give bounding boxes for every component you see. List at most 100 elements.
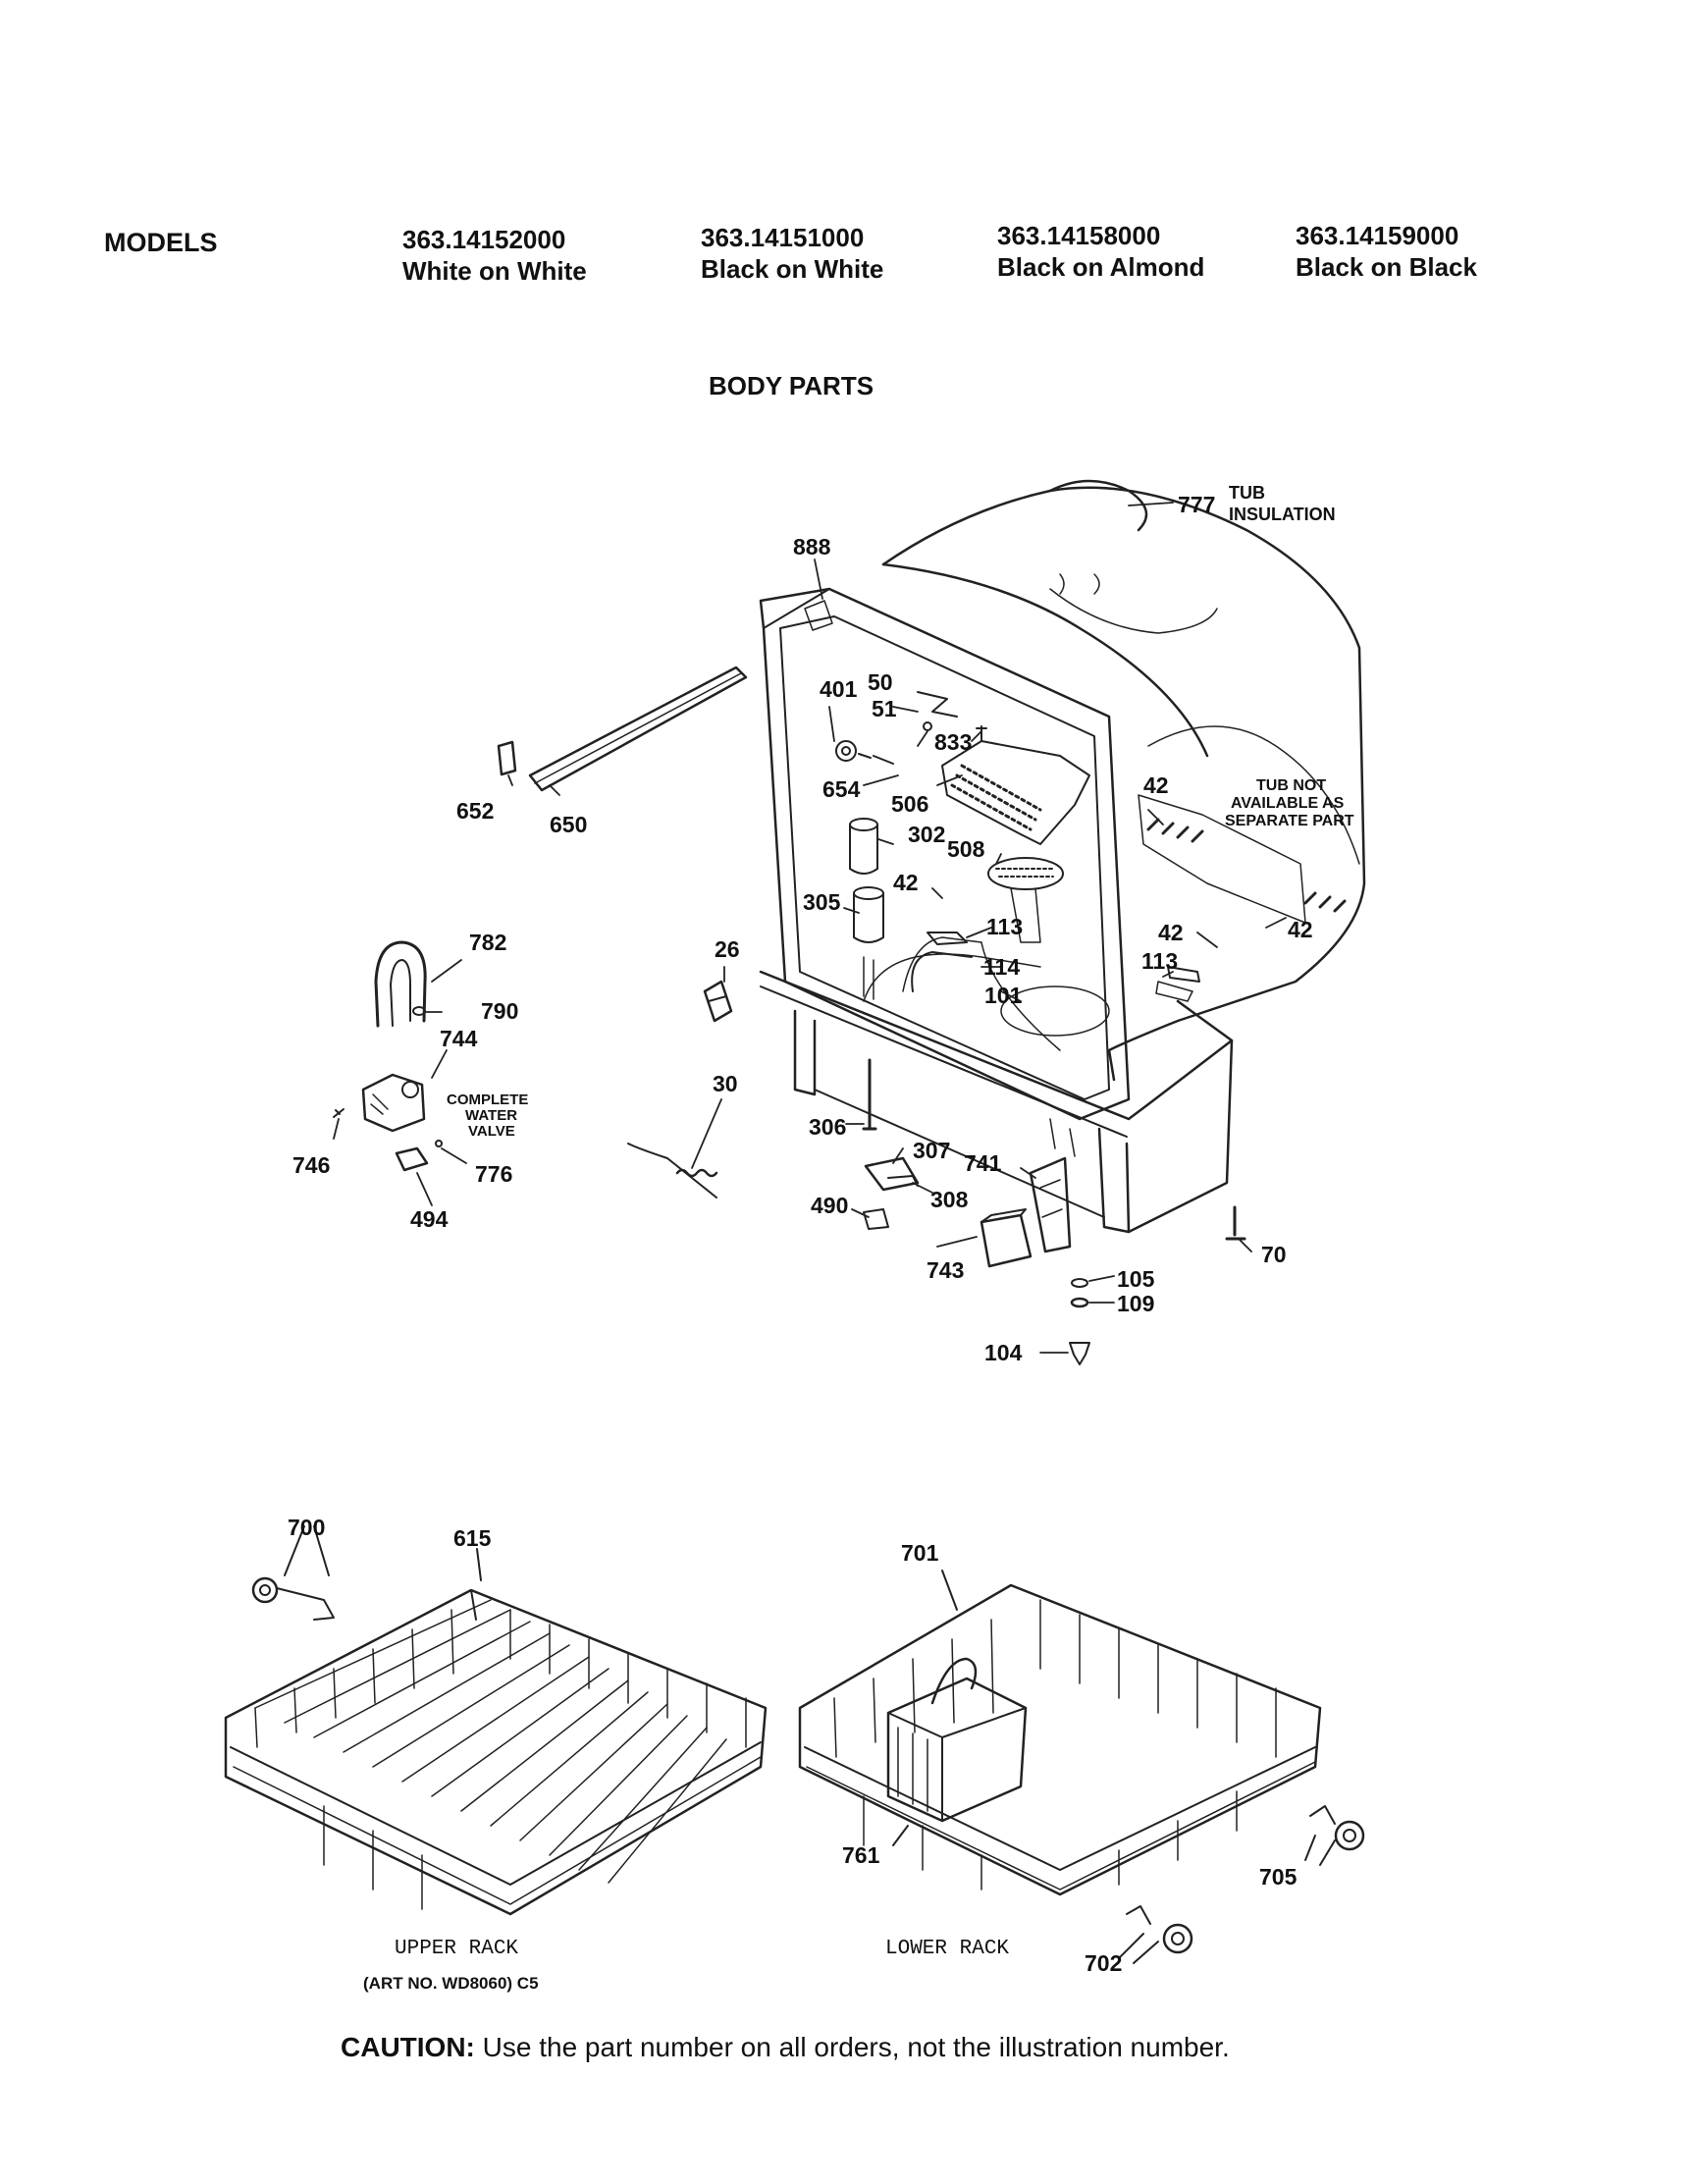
callout-105: 105 [1117,1266,1155,1292]
lower-rack-caption: LOWER RACK [885,1938,1009,1960]
rinse-dispenser [987,857,1064,890]
tub-shell-outline [881,486,1366,1082]
callout-401: 401 [820,676,858,702]
base-leg [793,1009,817,1096]
bracket-741 [1029,1156,1072,1253]
water-valve-744 [361,1073,426,1133]
model-code: 363.14159000 [1296,221,1459,250]
roller-clip-702 [1126,1905,1151,1925]
leveling-leg-70 [1225,1205,1246,1241]
callout-302: 302 [908,822,945,847]
model-entry: 363.14152000 White on White [402,224,587,287]
latch-26 [703,980,733,1023]
clip-50 [917,691,958,718]
callout-42: 42 [1288,917,1313,942]
callout-705: 705 [1259,1864,1298,1890]
callout-650: 650 [550,812,587,837]
callout-777: 777 [1178,492,1215,517]
callout-700: 700 [288,1515,325,1540]
heater-element [902,936,1061,1051]
callout-746: 746 [292,1152,330,1178]
callout-101: 101 [984,983,1023,1008]
callout-494: 494 [410,1206,449,1232]
callout-652: 652 [456,798,494,824]
model-color: Black on Almond [997,252,1205,282]
callout-30: 30 [713,1071,738,1096]
callout-50: 50 [868,669,893,695]
callout-305: 305 [803,889,841,915]
tube-114 [911,951,973,992]
callout-888: 888 [793,534,831,559]
hinge-bracket [804,600,833,631]
callout-790: 790 [481,998,518,1024]
caution-note: CAUTION: Use the part number on all orde… [341,2032,1230,2063]
screw-746 [333,1108,344,1118]
upper-rack [224,1588,768,1916]
tub-not-available-note: TUB NOT [1256,777,1326,794]
clamp-790 [412,1006,426,1016]
art-number: (ART NO. WD8060) C5 [363,1974,539,1993]
callout-702: 702 [1085,1950,1122,1976]
part-490 [863,1208,889,1230]
callout-490: 490 [811,1193,848,1218]
page-title: BODY PARTS [709,371,874,400]
tub-mark [1059,573,1100,595]
leader-lines [333,502,1287,1354]
roller-clip-700 [276,1587,335,1621]
callout-833: 833 [934,729,972,755]
callout-26: 26 [715,936,740,962]
fitting-654 [835,740,857,762]
callout-306: 306 [809,1114,846,1140]
model-entry: 363.14151000 Black on White [701,222,883,285]
callout-701: 701 [901,1540,939,1566]
callout-70: 70 [1261,1242,1287,1267]
insulation-dome [1048,479,1148,532]
roller-705 [1334,1820,1365,1851]
callout-114: 114 [983,954,1020,980]
box-743 [980,1213,1033,1268]
roller-700 [251,1576,279,1604]
silverware-basket-761 [886,1677,1028,1823]
model-entry: 363.14158000 Black on Almond [997,220,1204,283]
callout-insulation-label: INSULATION [1229,505,1336,524]
model-code: 363.14151000 [701,223,865,252]
callout-51: 51 [872,696,897,721]
door-gasket-650 [528,666,748,792]
washer-105 [1071,1278,1088,1288]
model-code: 363.14158000 [997,221,1161,250]
bracket-494 [395,1146,429,1172]
callout-654: 654 [822,776,861,802]
lower-rack [798,1583,1322,1896]
float-305 [853,892,884,943]
callout-744: 744 [440,1026,478,1051]
model-entry: 363.14159000 Black on Black [1296,220,1477,283]
door-spring-30 [627,1143,717,1199]
tub-not-available-note: SEPARATE PART [1225,813,1354,829]
bracket-113 [927,932,968,945]
screw-306 [862,1058,877,1131]
detergent-module [941,740,1090,845]
callout-506: 506 [891,791,928,817]
callout-307: 307 [913,1138,950,1163]
callout-113: 113 [986,914,1023,939]
roller-702 [1162,1923,1193,1954]
tub-base-rail [759,970,1234,1121]
switch-307 [864,1156,920,1192]
base-leg [1097,1127,1131,1234]
tub-front-frame-inner [779,615,1110,1100]
side-bracket [1138,794,1306,924]
caution-label: CAUTION: [341,2032,475,2062]
vent-slots [1146,818,1347,913]
callout-782: 782 [469,930,506,955]
callout-743: 743 [927,1257,964,1283]
base-frame-rear [1127,1039,1234,1234]
callout-615: 615 [453,1525,492,1551]
callout-113: 113 [1141,948,1178,974]
tub-contour [1049,588,1218,634]
callout-104: 104 [984,1340,1023,1365]
caution-text: Use the part number on all orders, not t… [482,2032,1230,2062]
complete-water-valve-note: COMPLETE [447,1092,528,1108]
callout-tub-label: TUB [1229,483,1265,503]
callout-741: 741 [964,1150,1002,1176]
